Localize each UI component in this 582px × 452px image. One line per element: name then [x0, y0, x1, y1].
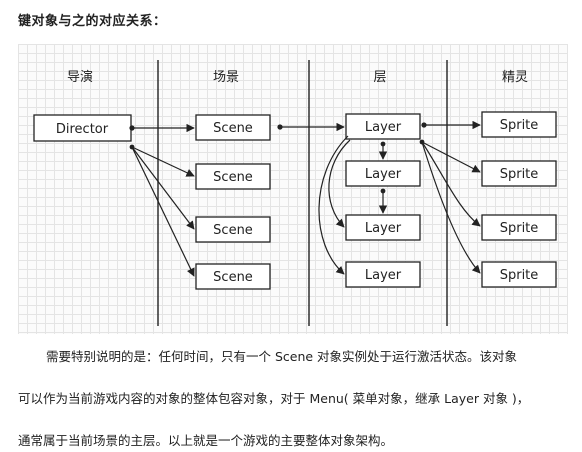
- column-header-scene: 场景: [213, 70, 239, 85]
- diagram-canvas: 导演 场景 层 精灵 Director Scene Scene Scene Sc…: [33, 60, 557, 326]
- arrow-director-scene-4: [131, 146, 195, 277]
- column-header-director: 导演: [67, 69, 93, 85]
- arrow-layer-curve-4: [318, 135, 349, 275]
- column-header-layer: 层: [373, 70, 386, 85]
- layer-label-1: Layer: [365, 120, 402, 135]
- column-header-sprite: 精灵: [502, 70, 528, 85]
- scene-label-1: Scene: [213, 121, 253, 136]
- layer-box-1: [345, 113, 421, 140]
- sprite-box-1: [481, 111, 557, 138]
- sprite-box-3: [481, 214, 557, 241]
- object-hierarchy-diagram: 导演 场景 层 精灵 Director Scene Scene Scene Sc…: [18, 44, 568, 334]
- scene-label-3: Scene: [213, 223, 253, 238]
- paragraph-line-3: 通常属于当前场景的主层。以上就是一个游戏的主要整体对象架构。: [18, 433, 394, 448]
- arrow-layer-sprite-2: [421, 141, 481, 173]
- layer-label-3: Layer: [365, 221, 402, 236]
- scene-box-2: [195, 163, 271, 190]
- layer-box-2: [345, 160, 421, 187]
- arrow-layer-sprite-4: [421, 141, 481, 274]
- paragraph-line-2: 可以作为当前游戏内容的对象的整体包容对象，对于 Menu( 菜单对象，继承 La…: [18, 391, 530, 406]
- layer-box-3: [345, 214, 421, 241]
- layer-box-4: [345, 261, 421, 288]
- sprite-label-1: Sprite: [500, 118, 539, 133]
- paragraph-line-1: 需要特别说明的是：任何时间，只有一个 Scene 对象实例处于运行激活状态。该对…: [46, 349, 518, 364]
- scene-box-4: [195, 263, 271, 290]
- director-box: [33, 114, 132, 142]
- arrow-director-scene-2: [131, 146, 195, 177]
- layer-label-4: Layer: [365, 268, 402, 283]
- arrow-layer-sprite-3: [421, 141, 481, 227]
- sprite-label-4: Sprite: [500, 268, 539, 283]
- scene-label-2: Scene: [213, 170, 253, 185]
- sprite-label-3: Sprite: [500, 221, 539, 236]
- sprite-box-4: [481, 261, 557, 288]
- section-heading: 键对象与之的对应关系：: [18, 14, 167, 29]
- scene-label-4: Scene: [213, 270, 253, 285]
- director-label: Director: [56, 122, 109, 137]
- arrow-layer-curve-3: [328, 139, 351, 228]
- layer-label-2: Layer: [365, 167, 402, 182]
- sprite-box-2: [481, 160, 557, 187]
- scene-box-3: [195, 216, 271, 243]
- scene-box-1: [195, 114, 271, 141]
- arrow-director-scene-3: [131, 146, 195, 230]
- sprite-label-2: Sprite: [500, 167, 539, 182]
